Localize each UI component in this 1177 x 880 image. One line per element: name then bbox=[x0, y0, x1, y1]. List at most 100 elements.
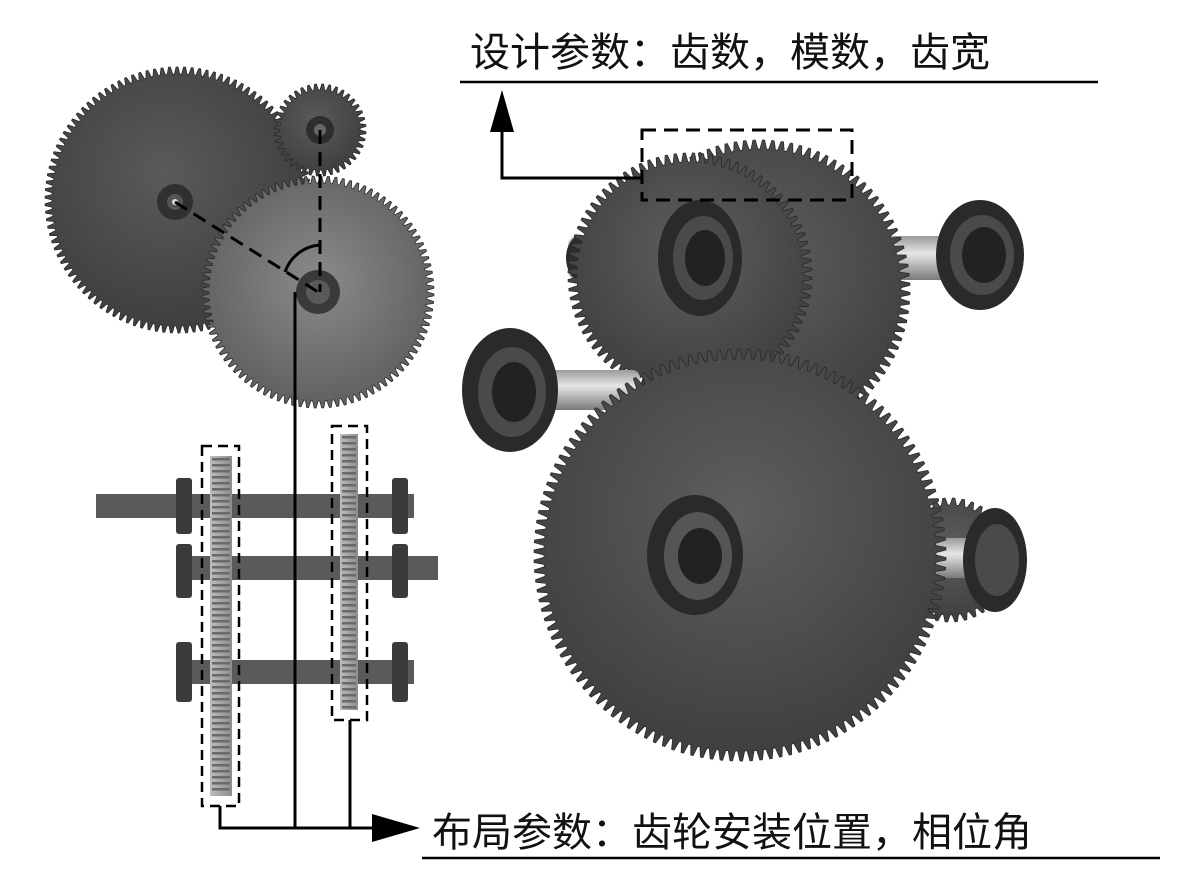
strip-tooth bbox=[212, 680, 230, 683]
strip-tooth bbox=[342, 646, 356, 649]
strip-tooth bbox=[212, 758, 230, 761]
strip-tooth bbox=[342, 640, 356, 643]
strip-tooth bbox=[212, 530, 230, 533]
design-params-arrowhead bbox=[490, 90, 514, 132]
strip-tooth bbox=[342, 460, 356, 463]
strip-tooth bbox=[212, 506, 230, 509]
strip-tooth bbox=[342, 484, 356, 487]
layout-params-annotation: 布局参数：齿轮安装位置，相位角 bbox=[218, 292, 1160, 860]
strip-tooth bbox=[212, 584, 230, 587]
strip-tooth bbox=[212, 596, 230, 599]
strip-tooth bbox=[342, 454, 356, 457]
strip-tooth bbox=[342, 442, 356, 445]
strip-tooth bbox=[212, 614, 230, 617]
strip-tooth bbox=[342, 610, 356, 613]
strip-tooth bbox=[212, 770, 230, 773]
strip-tooth bbox=[212, 746, 230, 749]
phase-angle-arc bbox=[283, 243, 321, 273]
design-params-label: 设计参数：齿数，模数，齿宽 bbox=[470, 30, 990, 76]
strip-tooth bbox=[212, 710, 230, 713]
strip-tooth bbox=[212, 776, 230, 779]
strip-tooth bbox=[212, 788, 230, 791]
strip-tooth bbox=[212, 728, 230, 731]
layout-params-label: 布局参数：齿轮安装位置，相位角 bbox=[432, 810, 1032, 856]
strip-tooth bbox=[212, 560, 230, 563]
strip-tooth bbox=[212, 548, 230, 551]
shaft-top bbox=[96, 494, 414, 518]
strip-tooth bbox=[342, 706, 356, 709]
strip-tooth bbox=[342, 520, 356, 523]
strip-tooth bbox=[342, 670, 356, 673]
strip-tooth bbox=[212, 566, 230, 569]
strip-tooth bbox=[212, 554, 230, 557]
gear-strip-right bbox=[330, 424, 369, 722]
gear-strip-left bbox=[200, 444, 241, 808]
strip-tooth bbox=[342, 526, 356, 529]
strip-tooth bbox=[212, 458, 230, 461]
strip-tooth bbox=[342, 598, 356, 601]
strip-tooth bbox=[342, 676, 356, 679]
strip-tooth bbox=[342, 532, 356, 535]
strip-tooth bbox=[342, 466, 356, 469]
strip-tooth bbox=[342, 604, 356, 607]
bearings-right bbox=[392, 478, 408, 702]
bearing-upper-right bbox=[936, 200, 1024, 310]
strip-tooth bbox=[212, 692, 230, 695]
strip-tooth bbox=[342, 514, 356, 517]
strip-tooth bbox=[342, 658, 356, 661]
strip-tooth bbox=[212, 656, 230, 659]
strip-tooth bbox=[342, 544, 356, 547]
strip-tooth bbox=[212, 668, 230, 671]
strip-tooth bbox=[342, 652, 356, 655]
strip-tooth bbox=[212, 500, 230, 503]
gear-layout-view bbox=[44, 66, 435, 409]
strip-tooth bbox=[342, 664, 356, 667]
strip-tooth bbox=[212, 578, 230, 581]
strip-tooth bbox=[212, 650, 230, 653]
strip-tooth bbox=[342, 688, 356, 691]
strip-tooth bbox=[212, 536, 230, 539]
strip-tooth bbox=[212, 644, 230, 647]
strip-tooth bbox=[342, 538, 356, 541]
strip-tooth bbox=[212, 638, 230, 641]
strip-tooth bbox=[212, 674, 230, 677]
strip-tooth bbox=[212, 608, 230, 611]
strip-tooth bbox=[342, 634, 356, 637]
strip-tooth bbox=[342, 574, 356, 577]
strip-tooth bbox=[342, 700, 356, 703]
shaft-arrangement-view bbox=[96, 424, 438, 808]
strip-tooth bbox=[212, 722, 230, 725]
strip-tooth bbox=[342, 496, 356, 499]
strip-tooth bbox=[342, 490, 356, 493]
strip-tooth bbox=[342, 448, 356, 451]
strip-tooth bbox=[212, 464, 230, 467]
strip-tooth bbox=[342, 478, 356, 481]
strip-tooth bbox=[342, 556, 356, 559]
strip-tooth bbox=[212, 740, 230, 743]
strip-tooth bbox=[342, 622, 356, 625]
strip-tooth bbox=[212, 734, 230, 737]
strip-tooth bbox=[212, 686, 230, 689]
strip-tooth bbox=[342, 562, 356, 565]
strip-tooth bbox=[212, 698, 230, 701]
strip-tooth bbox=[342, 628, 356, 631]
strip-tooth bbox=[212, 704, 230, 707]
strip-tooth bbox=[212, 470, 230, 473]
strip-tooth bbox=[342, 508, 356, 511]
strip-tooth bbox=[212, 620, 230, 623]
design-params-annotation: 设计参数：齿数，模数，齿宽 bbox=[460, 30, 1098, 202]
design-params-dashed-box bbox=[640, 128, 854, 202]
strip-tooth bbox=[212, 494, 230, 497]
layout-leader-left bbox=[218, 806, 390, 830]
strip-tooth bbox=[212, 512, 230, 515]
strip-tooth bbox=[342, 502, 356, 505]
strip-tooth bbox=[342, 550, 356, 553]
bearing-lower-left bbox=[462, 328, 558, 452]
strip-tooth bbox=[212, 632, 230, 635]
big-gear-hub bbox=[647, 495, 743, 615]
strip-tooth bbox=[212, 716, 230, 719]
gearbox-3d-render bbox=[462, 139, 1027, 762]
strip-tooth bbox=[212, 590, 230, 593]
strip-tooth bbox=[212, 476, 230, 479]
